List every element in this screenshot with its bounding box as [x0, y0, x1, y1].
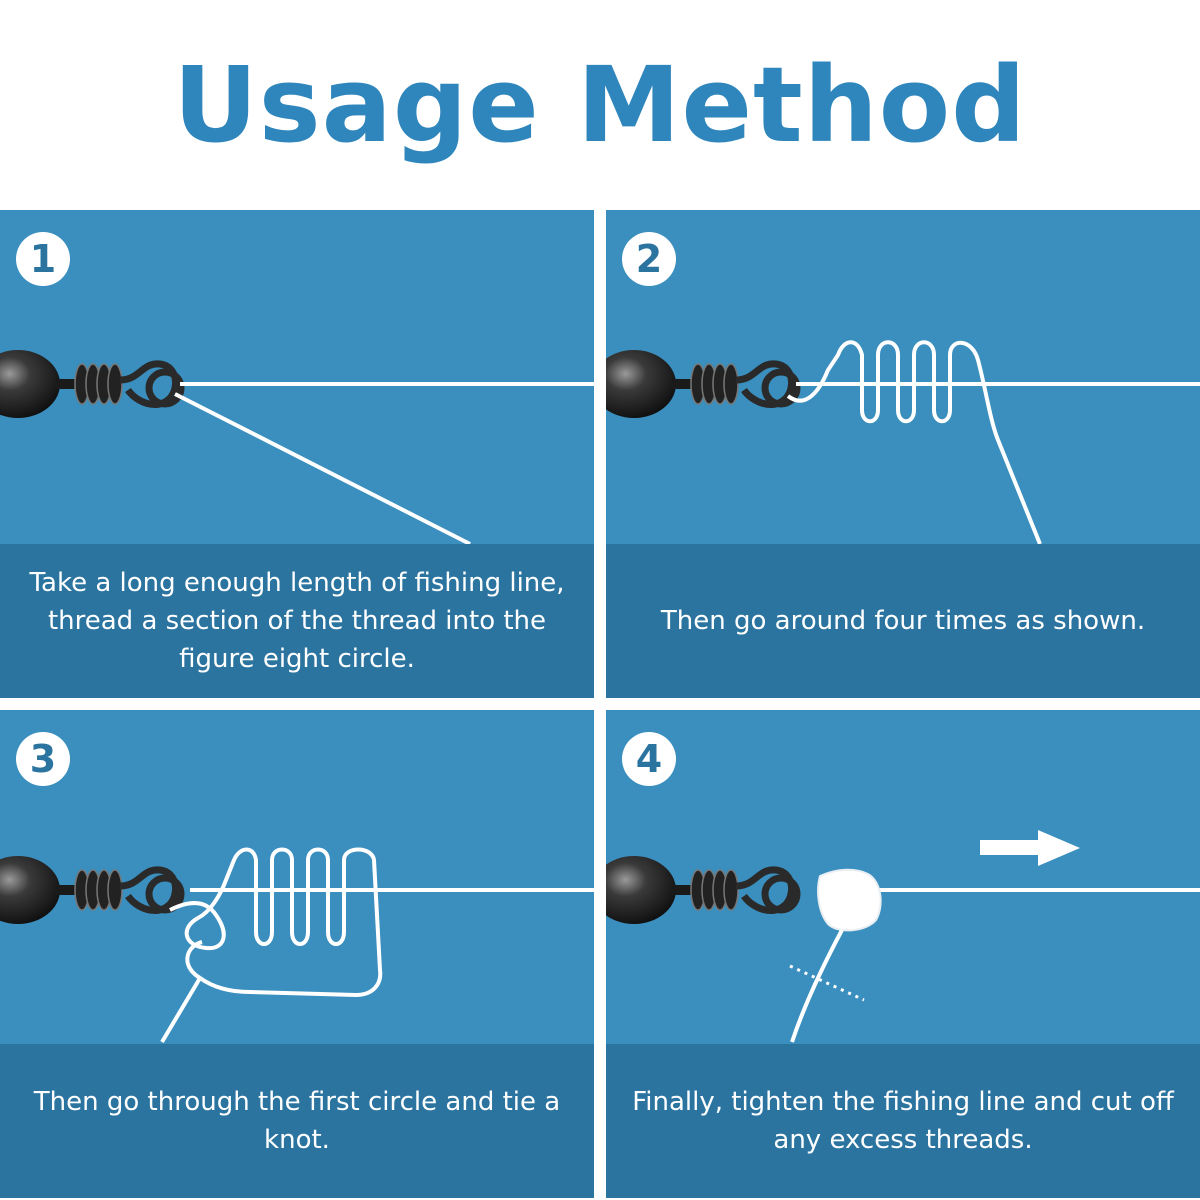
- page-title: Usage Method: [173, 44, 1027, 166]
- pull-arrow-icon: [980, 830, 1080, 866]
- step-panel-2: 2 Then go around four times as shown.: [606, 210, 1200, 698]
- step-caption: Then go through the first circle and tie…: [0, 1044, 594, 1198]
- step-number-badge: 1: [16, 232, 70, 286]
- step-panel-3: 3 Then go through the first circle and t…: [0, 710, 594, 1198]
- step-number-badge: 4: [622, 732, 676, 786]
- step-caption: Take a long enough length of fishing lin…: [0, 544, 594, 698]
- step-panel-4: 4 Finally, tighten the fishing line and …: [606, 710, 1200, 1198]
- step-caption: Finally, tighten the fishing line and cu…: [606, 1044, 1200, 1198]
- step-number-badge: 3: [16, 732, 70, 786]
- step-2-illustration: [606, 340, 1200, 545]
- step-caption: Then go around four times as shown.: [606, 544, 1200, 698]
- step-3-illustration: [0, 847, 594, 1044]
- step-4-illustration: [606, 830, 1200, 1043]
- step-panel-1: 1 Take a long enough length of fishing l…: [0, 210, 594, 698]
- step-1-illustration: [0, 210, 594, 546]
- step-number-badge: 2: [622, 232, 676, 286]
